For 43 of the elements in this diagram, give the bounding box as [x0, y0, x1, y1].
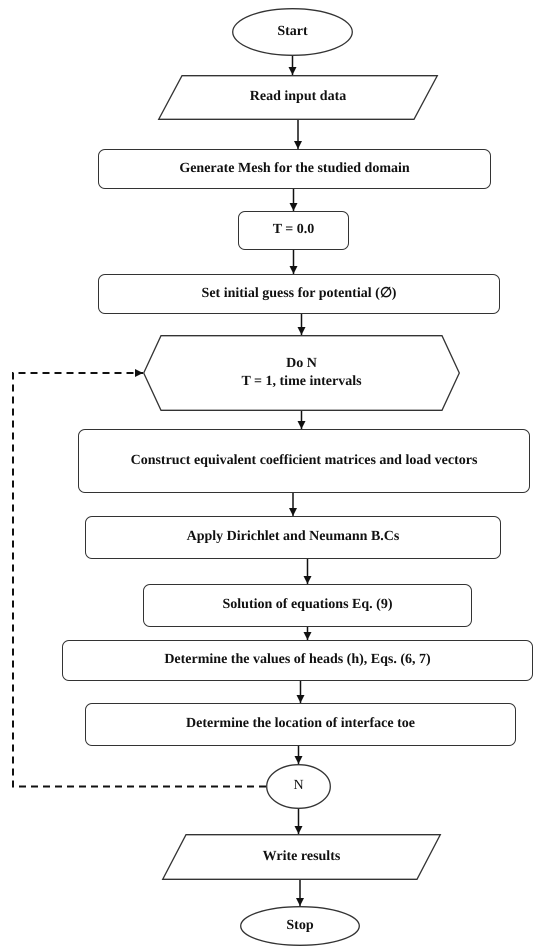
node-text: Determine the location of interface toe [185, 715, 416, 734]
arrow [304, 627, 312, 640]
arrow [304, 559, 312, 584]
loop-hexagon [143, 335, 460, 411]
node-text: Generate Mesh for the studied domain [178, 160, 411, 178]
process-box [62, 640, 533, 681]
arrow [288, 56, 296, 75]
node-text: N [292, 777, 305, 796]
node-text: T = 1, time intervals [240, 373, 363, 391]
process-box [238, 211, 349, 250]
node-text: Determine the values of heads (h), Eqs. (6, 7) [163, 651, 432, 670]
node-text: Stop [285, 916, 315, 935]
arrow [294, 746, 302, 764]
node-text: Read input data [248, 88, 348, 106]
arrow [289, 493, 297, 516]
arrow [294, 809, 302, 834]
arrow [298, 314, 306, 335]
terminal-ellipse [240, 906, 360, 946]
node-text: Construct equivalent coefficient matrices and load vectors [130, 452, 478, 470]
arrow [298, 411, 306, 429]
dashed-loop-arrow [12, 369, 266, 788]
arrow [296, 880, 304, 906]
arrow [296, 681, 304, 703]
process-box [143, 584, 472, 627]
arrow [290, 250, 298, 274]
node-text: Set initial guess for potential (∅) [200, 284, 398, 303]
process-box [85, 516, 501, 559]
process-box [98, 274, 500, 314]
process-box [78, 429, 530, 493]
terminal-ellipse [232, 8, 353, 56]
node-text: T = 0.0 [272, 221, 316, 240]
arrow [290, 189, 298, 211]
process-box [85, 703, 516, 746]
node-text: Apply Dirichlet and Neumann B.Cs [186, 528, 400, 546]
input-output-parallelogram [162, 834, 441, 880]
process-box [98, 149, 491, 189]
node-text: Start [276, 22, 309, 41]
input-output-parallelogram [158, 75, 438, 120]
connector-circle [266, 764, 331, 809]
arrow [294, 120, 302, 149]
node-text: Solution of equations Eq. (9) [222, 596, 394, 614]
node-text: Write results [262, 848, 342, 866]
node-text: Do N [285, 354, 318, 373]
